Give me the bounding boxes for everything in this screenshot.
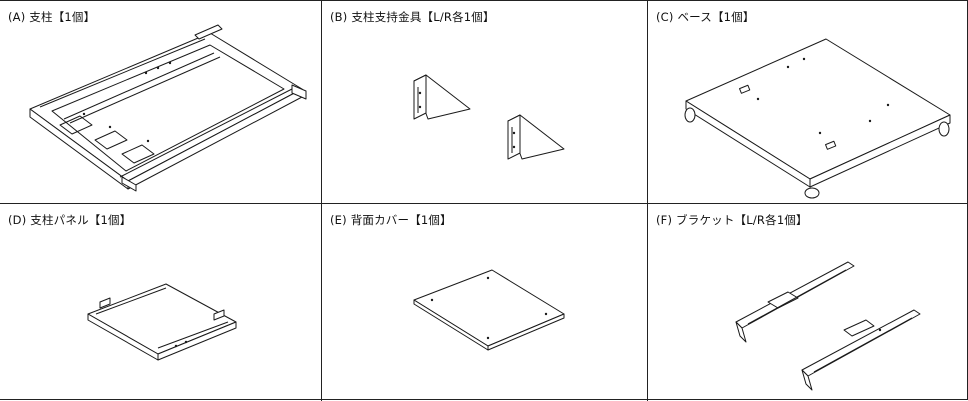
part-label-d: (D) 支柱パネル【1個】 — [8, 213, 132, 227]
part-label-a: (A) 支柱【1個】 — [8, 10, 96, 24]
part-cell-a: (A) 支柱【1個】 — [0, 1, 322, 204]
part-cell-f: (F) ブラケット【L/R各1個】 — [648, 204, 968, 401]
part-label-c: (C) ベース【1個】 — [656, 10, 755, 24]
part-cell-b: (B) 支柱支持金具【L/R各1個】 — [322, 1, 648, 204]
part-cell-d: (D) 支柱パネル【1個】 — [0, 204, 322, 401]
column-support-bracket-icon — [322, 1, 648, 204]
part-label-e: (E) 背面カバー【1個】 — [330, 213, 452, 227]
part-label-b: (B) 支柱支持金具【L/R各1個】 — [330, 10, 495, 24]
column-frame-icon — [0, 1, 322, 204]
part-cell-c: (C) ベース【1個】 — [648, 1, 968, 204]
column-panel-icon — [0, 204, 322, 401]
part-label-f: (F) ブラケット【L/R各1個】 — [656, 213, 808, 227]
back-cover-icon — [322, 204, 648, 401]
bracket-icon — [648, 204, 968, 401]
base-with-casters-icon — [648, 1, 968, 204]
part-cell-e: (E) 背面カバー【1個】 — [322, 204, 648, 401]
